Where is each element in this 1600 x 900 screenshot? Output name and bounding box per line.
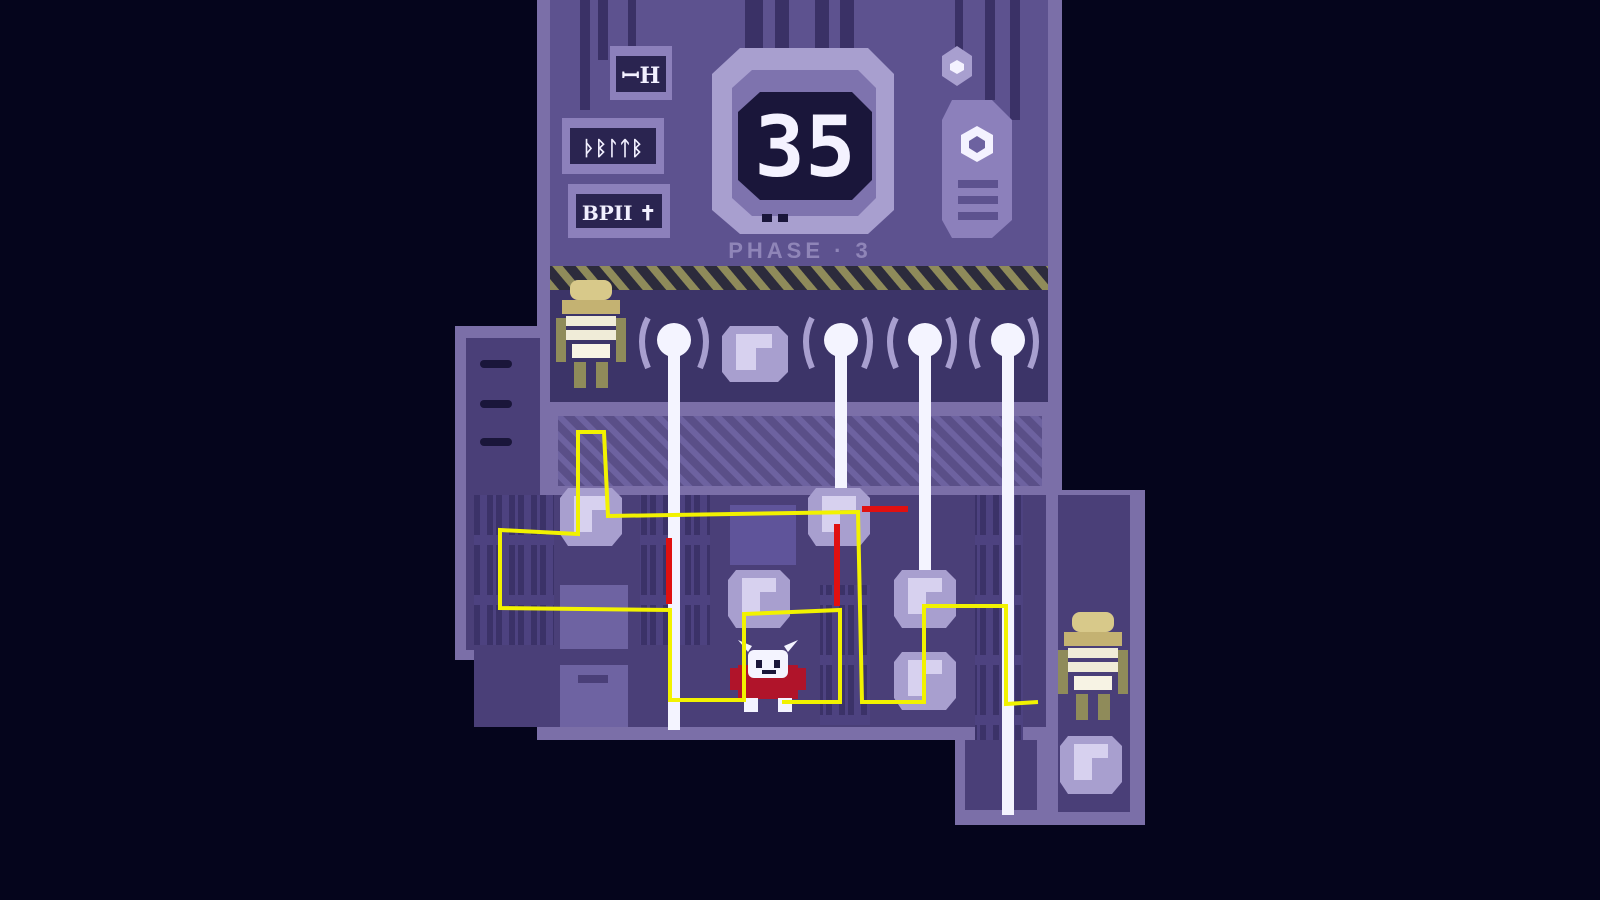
- skull-icon: [748, 650, 788, 678]
- hazard-stripe: [550, 266, 1048, 290]
- lock-icon: [1060, 736, 1122, 794]
- player-helltaker: [730, 640, 806, 712]
- hex-nut-tower: [942, 46, 1012, 238]
- lock-icon: [722, 326, 788, 382]
- move-counter-value: 35: [754, 98, 855, 196]
- left-wall-hooks: [480, 360, 512, 446]
- spider-claw-icons: [639, 316, 1039, 370]
- rune-panel-2: ᚦᛒᛚᛏᛒ: [562, 118, 664, 174]
- rune-panel-2-text: ᚦᛒᛚᛏᛒ: [583, 136, 643, 160]
- solution-path: [498, 430, 1039, 707]
- piston-icon: [908, 323, 942, 570]
- rune-panel-3: BPII ✝: [568, 184, 670, 238]
- gantry-row: [550, 290, 1048, 402]
- pipes: [580, 0, 1020, 120]
- blocked-markers: [666, 506, 908, 606]
- lock-icon: [728, 570, 790, 628]
- rune-panel-1-text: ꟷH: [622, 63, 661, 89]
- rune-panel-1: ꟷH: [610, 46, 672, 100]
- skeleton-guard-goal: [1058, 612, 1128, 720]
- rune-panel-3-text: BPII ✝: [582, 201, 656, 225]
- skeleton-guard-top: [556, 280, 626, 388]
- move-counter-display: 35: [712, 48, 894, 234]
- lock-icon: [894, 570, 956, 628]
- phase-label: PHASE · 3: [728, 238, 872, 263]
- hatched-floor-row: [558, 416, 1042, 486]
- piston-icon: [824, 323, 858, 490]
